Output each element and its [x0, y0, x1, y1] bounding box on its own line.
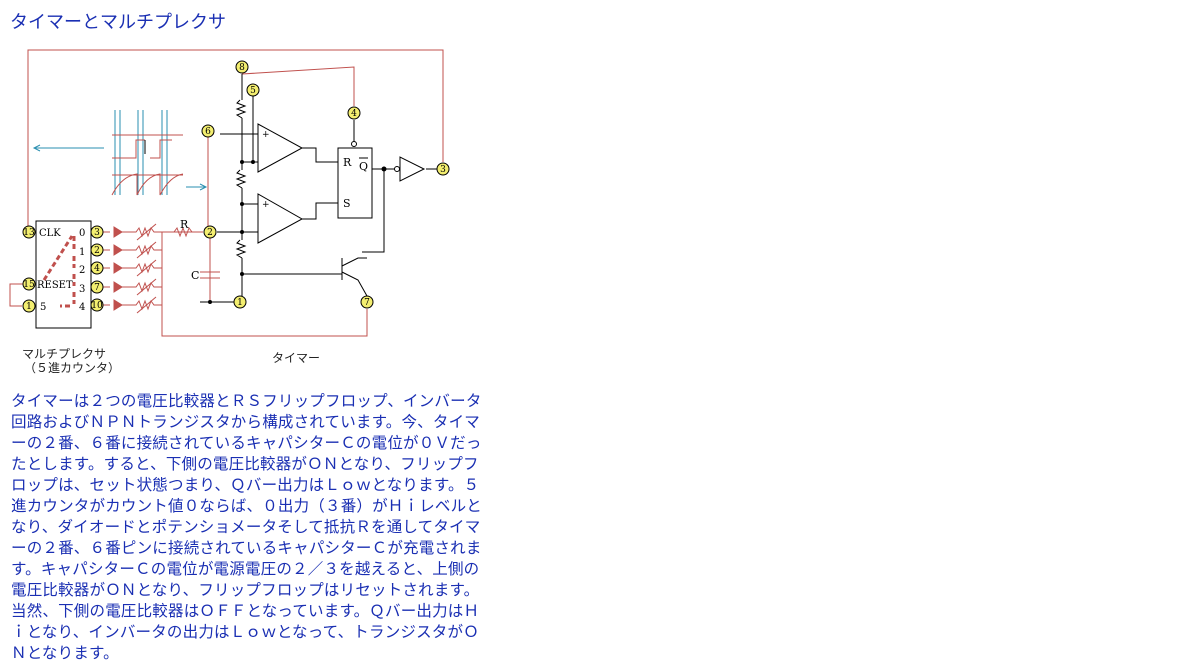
capacitor-c-label: C: [191, 269, 199, 282]
pin-4: 4: [351, 109, 357, 119]
explanation-paragraph: タイマーは２つの電圧比較器とＲＳフリップフロップ、インバータ回路およびＮＰＮトラ…: [11, 392, 483, 662]
rs-flip-flop: [337, 147, 373, 219]
ff-qbar-label: Q: [359, 160, 368, 173]
resistor-r-label: R: [180, 218, 189, 231]
counter-sequence-arrows: [42, 235, 76, 308]
diode-1: [113, 244, 123, 256]
comparator-plus-2: +: [262, 200, 270, 210]
ff-r-label: R: [343, 156, 352, 169]
diode-2: [113, 262, 123, 274]
pin-5: 5: [250, 86, 256, 96]
caption-multiplexer-sub: （５進カウンタ）: [24, 361, 121, 375]
pin-6: 6: [205, 127, 211, 137]
inverter: [399, 156, 426, 182]
mux-reset-label: RESET: [37, 280, 73, 291]
waveform-traces: [111, 134, 184, 196]
ff-s-label: S: [343, 197, 351, 210]
mux-pin-1: 1: [26, 302, 32, 312]
timer-wiring: [200, 74, 437, 303]
timing-waveforms: [32, 110, 208, 195]
mux-out-pin-4: 4: [94, 264, 100, 274]
red-wiring: [9, 49, 444, 337]
lower-comparator: [257, 193, 304, 244]
diodes-and-potentiometers: [113, 223, 193, 314]
diode-0: [113, 226, 123, 238]
mux-out4-label: 4: [79, 302, 85, 313]
pin-8: 8: [239, 63, 245, 73]
mux-pin-15: 15: [23, 280, 35, 290]
mux-out0-label: 0: [79, 228, 85, 239]
mux-out-pin-2: 2: [94, 246, 100, 256]
caption-multiplexer: マルチプレクサ: [22, 347, 107, 361]
mux-out-pin-7: 7: [94, 283, 100, 293]
caption-timer: タイマー: [272, 351, 321, 365]
page-title: タイマーとマルチプレクサ: [10, 12, 226, 33]
mux-out-pin-10: 10: [91, 301, 103, 311]
mux-5-label: 5: [40, 302, 46, 313]
junction-dots: [208, 160, 255, 304]
upper-comparator: [257, 123, 304, 173]
comparators: [257, 123, 304, 244]
mux-pin-13: 13: [23, 228, 35, 238]
diode-4: [113, 299, 123, 311]
multiplexer-block: [35, 220, 92, 329]
mux-out3-label: 3: [79, 284, 85, 295]
mux-clk-label: CLK: [39, 228, 61, 239]
pin-2: 2: [207, 228, 213, 238]
comparator-plus: +: [262, 130, 270, 140]
pin-7: 7: [364, 298, 370, 308]
pin-markers: [22, 60, 450, 313]
mux-out1-label: 1: [79, 247, 85, 258]
timer-multiplexer-circuit-diagram: + + R S Q R C CLK RESET 5 0 1 2 3 4: [9, 49, 450, 337]
pin-1: 1: [237, 298, 243, 308]
diode-3: [113, 281, 123, 293]
mux-out2-label: 2: [79, 265, 85, 276]
pin-3: 3: [440, 165, 446, 175]
mux-out-pin-3: 3: [94, 228, 100, 238]
